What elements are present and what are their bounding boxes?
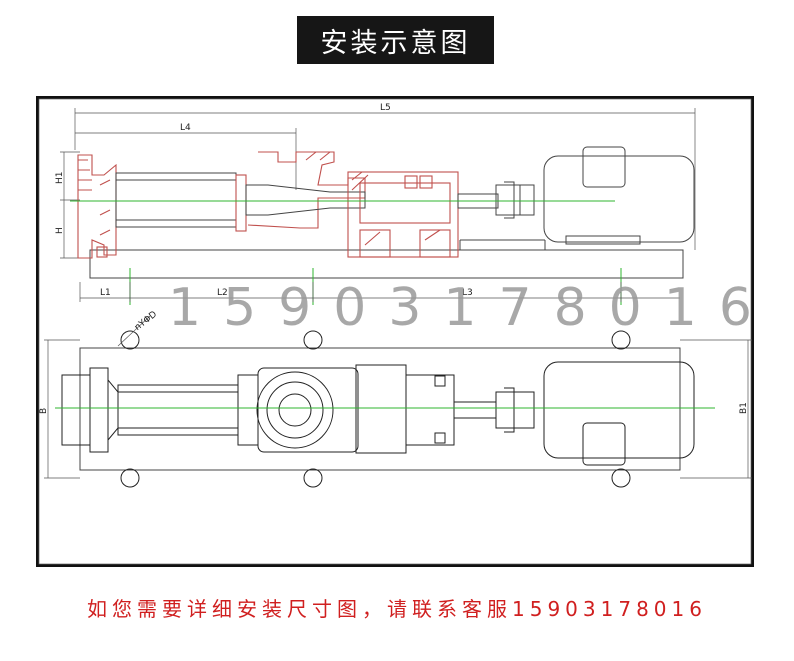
label-H1: H1	[55, 172, 65, 185]
inlet-flange	[77, 154, 117, 259]
bearing-housing	[347, 171, 459, 258]
label-nPhiD: nYΦD	[133, 310, 159, 333]
label-H: H	[55, 227, 65, 234]
label-B1: B1	[739, 402, 749, 414]
label-B: B	[39, 408, 49, 414]
label-L5: L5	[380, 103, 391, 113]
drawing-frame	[36, 96, 754, 567]
contact-footer: 如您需要详细安装尺寸图，请联系客服15903178016	[87, 597, 707, 621]
label-L1: L1	[100, 288, 111, 298]
side-view	[60, 108, 696, 279]
label-L2: L2	[217, 288, 228, 298]
page-title: 安装示意图	[297, 16, 494, 64]
title-text: 安装示意图	[320, 27, 471, 59]
inner-border	[38, 98, 752, 565]
label-L4: L4	[180, 123, 191, 133]
label-L3: L3	[462, 288, 473, 298]
top-view	[44, 315, 752, 488]
bottom-dimensions	[79, 282, 680, 302]
watermark-phone: 15903178016	[168, 278, 774, 338]
